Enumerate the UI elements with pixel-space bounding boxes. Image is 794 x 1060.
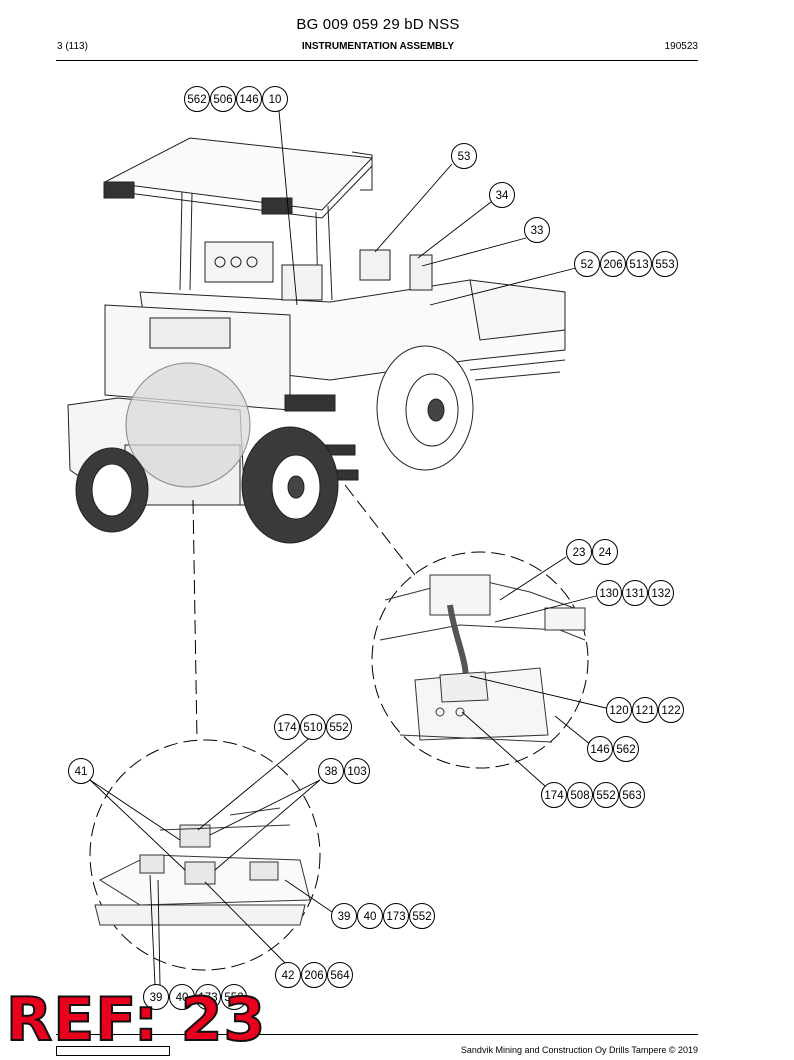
revision-date: 190523: [664, 41, 698, 52]
callout-number: 39: [150, 992, 163, 1004]
callout-number: 510: [303, 722, 322, 734]
callout-number: 53: [458, 151, 471, 163]
document-id: BG 009 059 29 bD NSS: [296, 16, 460, 33]
callout-number: 24: [599, 547, 612, 559]
callout-number: 552: [329, 722, 348, 734]
callout-group-174-508: 174 508 552 563: [541, 782, 645, 808]
callout-number: 34: [496, 190, 509, 202]
callout-number: 131: [625, 588, 644, 600]
callout-group-53: 53: [451, 143, 477, 169]
callout-number: 132: [651, 588, 670, 600]
callout-number: 173: [386, 911, 405, 923]
callout-group-41: 41: [68, 758, 94, 784]
callout-group-42: 42 206 564: [275, 962, 353, 988]
callout-group-562: 562 506 146 10: [184, 86, 288, 112]
section-title: INSTRUMENTATION ASSEMBLY: [301, 41, 455, 52]
callout-group-38: 38 103: [318, 758, 370, 784]
callout-number: 563: [622, 790, 641, 802]
callout-number: 174: [277, 722, 297, 734]
callout-number: 41: [75, 766, 88, 778]
detail-view-a: [89, 739, 321, 971]
callout-number: 553: [655, 259, 674, 271]
callout-balloons: 562 506 146 10 53 34 33 52 206: [68, 86, 684, 1010]
callout-number: 146: [239, 94, 258, 106]
callout-number: 506: [213, 94, 232, 106]
header-divider: [56, 60, 698, 61]
callout-number: 130: [599, 588, 618, 600]
machine-illustration: [67, 137, 566, 544]
callout-number: 42: [282, 970, 295, 982]
callout-number: 513: [629, 259, 648, 271]
reference-stamp: REF: 23: [5, 984, 267, 1056]
callout-number: 121: [635, 705, 654, 717]
callout-number: 52: [581, 259, 594, 271]
callout-group-23: 23 24: [566, 539, 618, 565]
callout-number: 552: [412, 911, 431, 923]
callout-number: 38: [325, 766, 338, 778]
callout-group-34: 34: [489, 182, 515, 208]
callout-number: 122: [661, 705, 680, 717]
callout-number: 120: [609, 705, 628, 717]
callout-number: 39: [338, 911, 351, 923]
callout-number: 508: [570, 790, 589, 802]
detail-view-b: [371, 551, 589, 769]
callout-group-33: 33: [524, 217, 550, 243]
callout-group-39-bottom: 39 40 173 552: [143, 984, 247, 1010]
callout-number: 206: [304, 970, 323, 982]
callout-number: 40: [176, 992, 189, 1004]
callout-number: 562: [187, 94, 206, 106]
callout-group-130: 130 131 132: [596, 580, 674, 606]
callout-number: 552: [596, 790, 615, 802]
callout-group-52: 52 206 513 553: [574, 251, 678, 277]
callout-number: 552: [224, 992, 243, 1004]
callout-number: 206: [603, 259, 622, 271]
callout-number: 564: [330, 970, 350, 982]
callout-number: 562: [616, 744, 635, 756]
callout-number: 10: [269, 94, 282, 106]
callout-number: 40: [364, 911, 377, 923]
callout-number: 33: [531, 225, 544, 237]
callout-group-120: 120 121 122: [606, 697, 684, 723]
projection-lines: [192, 484, 416, 741]
callout-number: 103: [347, 766, 366, 778]
callout-number: 174: [544, 790, 564, 802]
page-number: 3 (113): [57, 41, 88, 52]
callout-group-146: 146 562: [587, 736, 639, 762]
footer-divider: [56, 1034, 698, 1035]
copyright-text: Sandvik Mining and Construction Oy Drill…: [460, 1045, 698, 1055]
leader-lines: [89, 110, 607, 986]
callout-number: 173: [198, 992, 217, 1004]
callout-number: 23: [573, 547, 586, 559]
callout-group-174-510: 174 510 552: [274, 714, 352, 740]
callout-group-39-right: 39 40 173 552: [331, 903, 435, 929]
callout-number: 146: [590, 744, 609, 756]
